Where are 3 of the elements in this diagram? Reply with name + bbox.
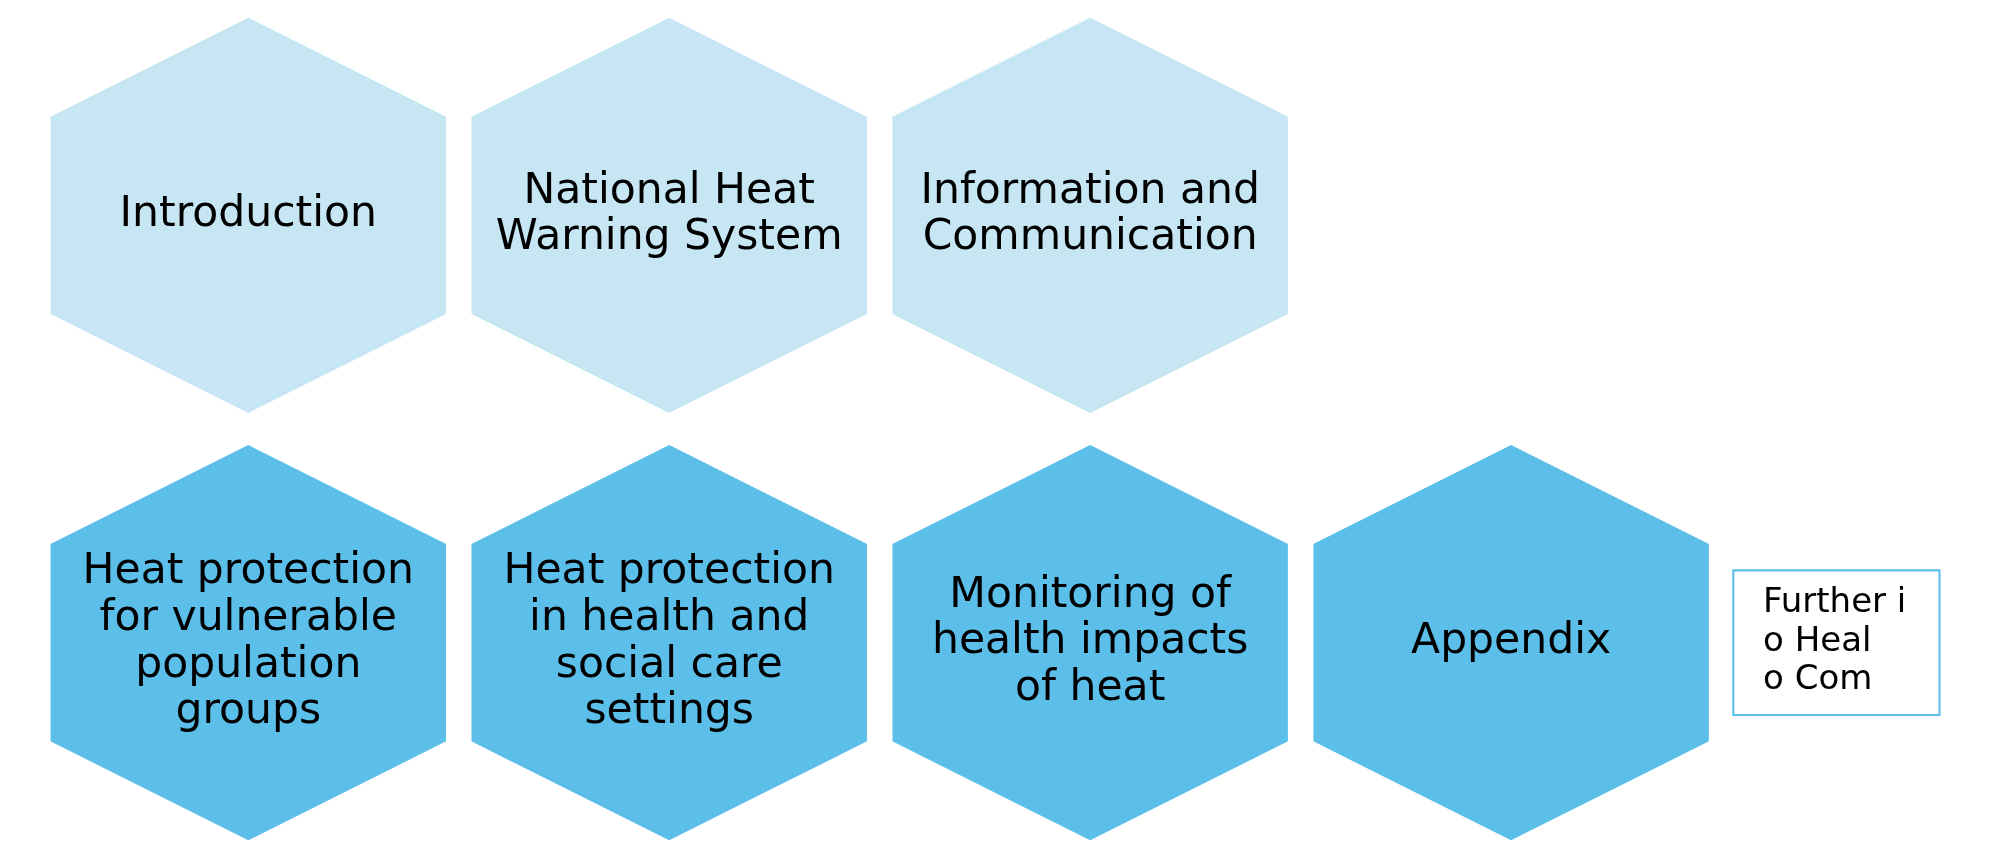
label: o Com <box>1763 657 1873 698</box>
label: Further i <box>1763 580 1907 621</box>
label: o Heal <box>1763 618 1872 659</box>
